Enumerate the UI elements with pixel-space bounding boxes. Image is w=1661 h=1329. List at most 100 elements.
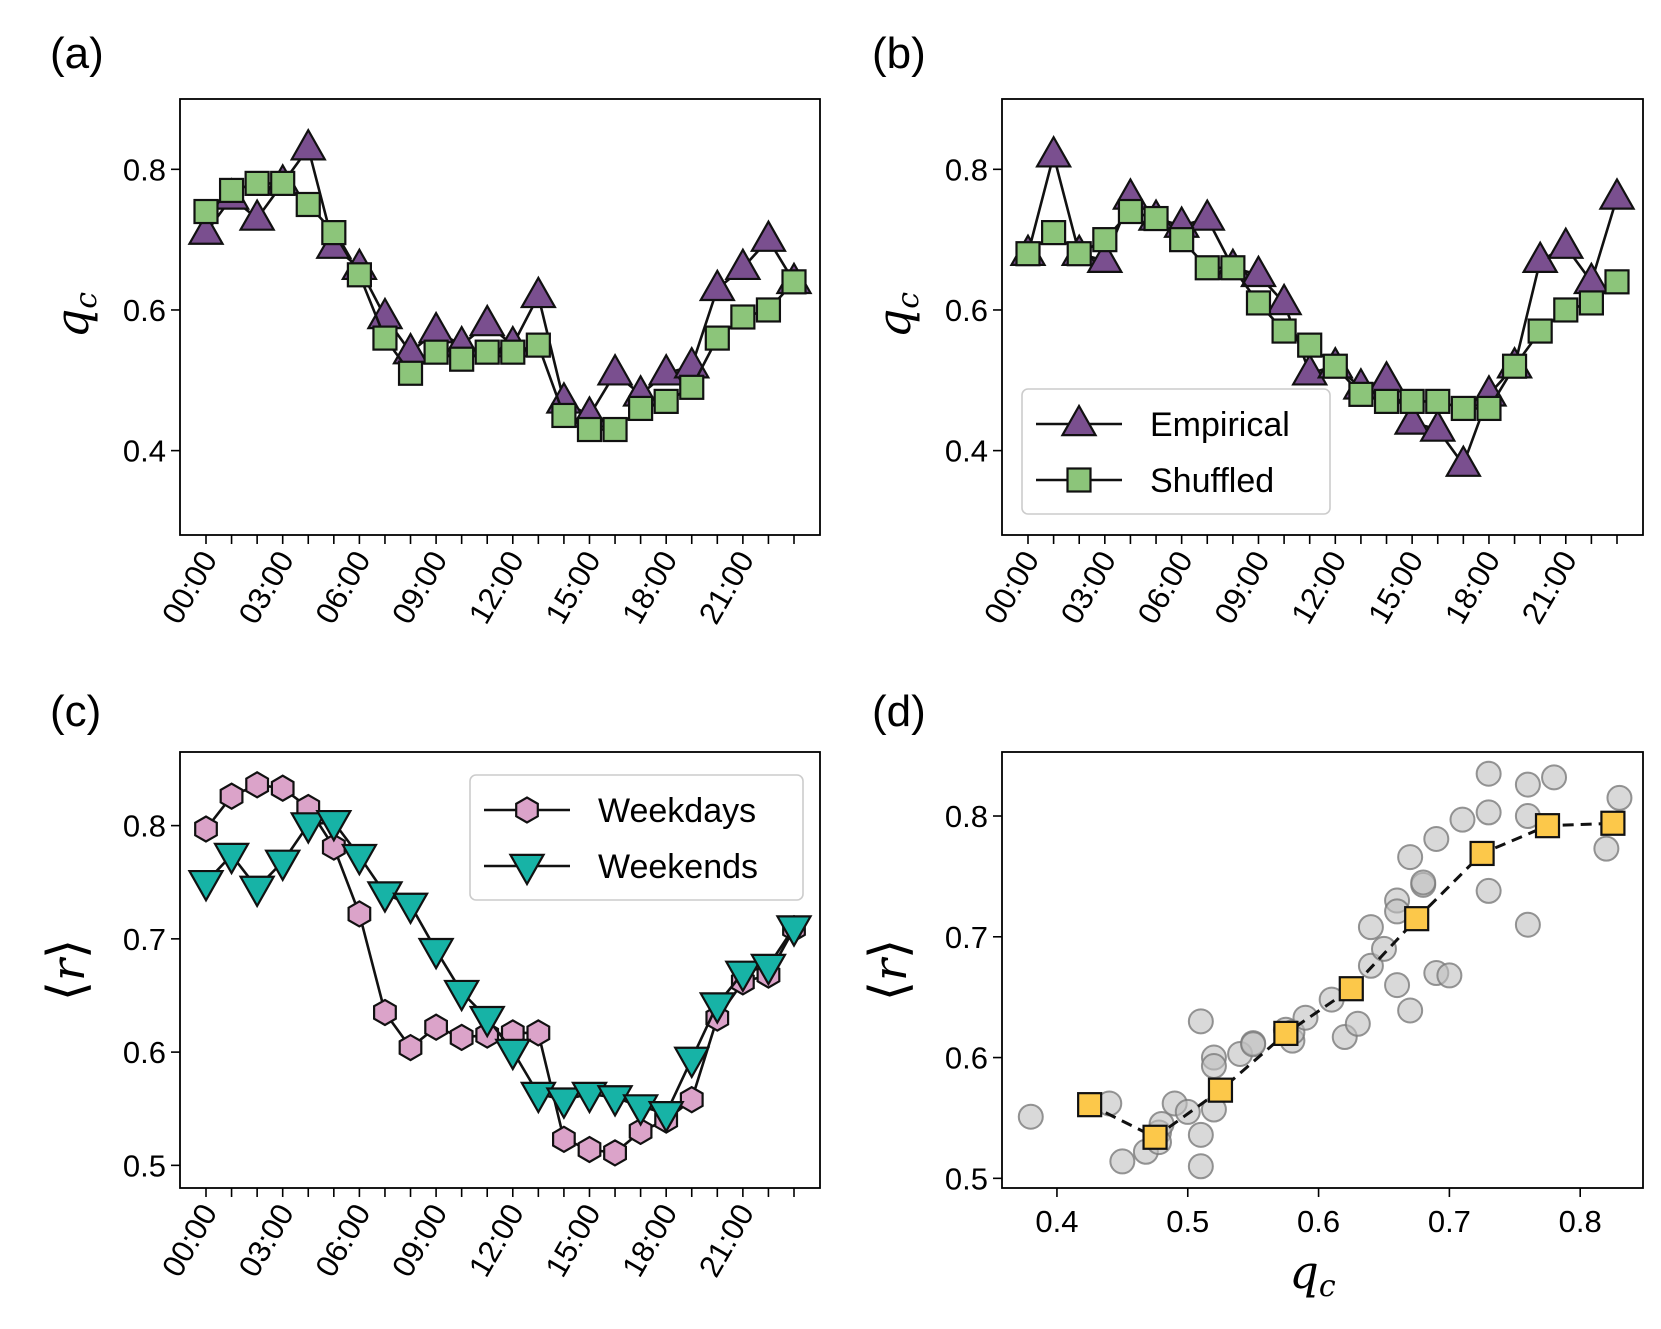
data-point-weekends bbox=[545, 1087, 583, 1120]
data-point-shuffled bbox=[704, 325, 730, 351]
plot-frame bbox=[179, 98, 821, 536]
data-point-empirical bbox=[519, 275, 557, 309]
scatter-point bbox=[1423, 825, 1450, 852]
x-tick-label: 21:00 bbox=[1515, 545, 1584, 630]
data-point-shuffled bbox=[270, 170, 296, 196]
axis-label-subscript: c bbox=[69, 292, 104, 309]
x-tick-label: 09:00 bbox=[385, 545, 454, 630]
axis-label-q: q bbox=[867, 309, 921, 338]
panel-label: (a) bbox=[50, 29, 104, 78]
scatter-point bbox=[1344, 1010, 1371, 1037]
scatter-point bbox=[1240, 1031, 1267, 1058]
axis-label-text: qc bbox=[1289, 1245, 1335, 1304]
y-tick-label: 0.8 bbox=[123, 152, 166, 187]
data-point-empirical bbox=[1419, 409, 1457, 442]
data-point-shuffled bbox=[1553, 297, 1579, 323]
data-point-weekends bbox=[494, 1038, 532, 1072]
plot-area bbox=[1009, 135, 1636, 477]
y-tick-label: 0.4 bbox=[123, 434, 166, 469]
x-tick-label: 09:00 bbox=[385, 1198, 454, 1283]
data-point-shuffled bbox=[1194, 255, 1220, 281]
data-point-shuffled bbox=[755, 297, 782, 323]
y-tick-label: 0.7 bbox=[123, 922, 166, 957]
x-tick-label: 06:00 bbox=[1131, 545, 1200, 630]
data-point-weekends bbox=[238, 875, 276, 909]
axis-label-qc: qc bbox=[1289, 1245, 1335, 1304]
legend-label-shuffled: Shuffled bbox=[1150, 462, 1274, 500]
scatter-point bbox=[1436, 962, 1463, 989]
data-point-shuffled bbox=[1348, 381, 1374, 407]
data-point-weekdays bbox=[373, 998, 397, 1027]
data-point-empirical bbox=[1035, 135, 1073, 168]
data-point-shuffled bbox=[218, 177, 245, 204]
data-point-weekends bbox=[571, 1081, 608, 1115]
axis-label-bracket-close: ⟩ bbox=[37, 939, 97, 959]
data-point-weekdays bbox=[449, 1023, 474, 1052]
data-point-shuffled bbox=[525, 332, 551, 358]
x-tick-label: 12:00 bbox=[462, 545, 531, 630]
data-point-shuffled bbox=[781, 269, 807, 295]
data-point-shuffled bbox=[1399, 388, 1425, 414]
data-point-shuffled bbox=[1143, 205, 1169, 232]
data-point-shuffled bbox=[576, 416, 603, 443]
scatter-point bbox=[1541, 764, 1568, 791]
data-point-weekdays bbox=[398, 1033, 423, 1062]
y-tick-label: 0.6 bbox=[945, 293, 988, 328]
plot-frame bbox=[179, 751, 821, 1189]
data-point-weekends bbox=[749, 953, 787, 987]
data-point-shuffled bbox=[372, 325, 398, 351]
axis-label-subscript: c bbox=[891, 292, 926, 309]
data-point-weekends bbox=[213, 842, 251, 876]
data-point-empirical bbox=[749, 219, 787, 252]
axis-label-r: ⟨r⟩ bbox=[859, 939, 919, 1002]
data-point-weekdays bbox=[526, 1019, 551, 1047]
panel-label: (c) bbox=[50, 687, 101, 736]
plot-frame bbox=[1001, 751, 1644, 1189]
scatter-point bbox=[1187, 1121, 1214, 1148]
x-tick-label: 00:00 bbox=[155, 545, 224, 630]
scatter-point bbox=[1475, 760, 1502, 787]
data-point-shuffled bbox=[730, 304, 756, 330]
legend-marker-shuffled bbox=[1066, 467, 1092, 493]
data-point-weekends bbox=[366, 881, 404, 914]
data-point-weekdays bbox=[603, 1139, 628, 1167]
x-tick-label: 12:00 bbox=[462, 1198, 531, 1283]
data-point-weekends bbox=[698, 992, 736, 1025]
scatter-point bbox=[1449, 806, 1476, 833]
data-point-empirical bbox=[724, 247, 762, 281]
data-point-shuffled bbox=[1015, 241, 1041, 267]
x-tick-label: 21:00 bbox=[692, 545, 761, 630]
data-point-weekends bbox=[264, 849, 302, 883]
y-tick-label: 0.8 bbox=[945, 152, 988, 187]
scatter-point bbox=[1475, 877, 1502, 904]
binned-mean-point bbox=[1273, 1020, 1299, 1047]
data-point-shuffled bbox=[397, 360, 424, 386]
data-point-empirical bbox=[1393, 402, 1431, 435]
data-point-weekdays bbox=[551, 1125, 576, 1154]
data-point-shuffled bbox=[1527, 318, 1553, 344]
data-point-empirical bbox=[289, 127, 327, 161]
scatter-point bbox=[1593, 835, 1620, 862]
scatter-point bbox=[1410, 869, 1437, 896]
data-point-empirical bbox=[1598, 177, 1636, 210]
data-point-weekends bbox=[775, 915, 813, 948]
data-point-weekdays bbox=[270, 774, 295, 802]
x-tick-label: 15:00 bbox=[1361, 545, 1430, 630]
data-point-empirical bbox=[1086, 240, 1124, 274]
data-point-weekends bbox=[187, 869, 225, 903]
data-point-empirical bbox=[1547, 226, 1585, 259]
data-point-weekdays bbox=[219, 782, 244, 810]
scatter-point bbox=[1514, 911, 1541, 938]
legend-marker-weekdays bbox=[515, 796, 539, 824]
y-tick-label: 0.5 bbox=[945, 1161, 988, 1196]
binned-mean-point bbox=[1077, 1092, 1103, 1118]
data-point-weekends bbox=[647, 1100, 685, 1134]
data-point-shuffled bbox=[1425, 388, 1451, 414]
data-point-shuffled bbox=[679, 374, 705, 400]
scatter-point bbox=[1357, 914, 1384, 941]
plot-area bbox=[187, 771, 813, 1167]
legend-box bbox=[1021, 388, 1331, 515]
data-point-shuffled bbox=[1578, 290, 1604, 316]
